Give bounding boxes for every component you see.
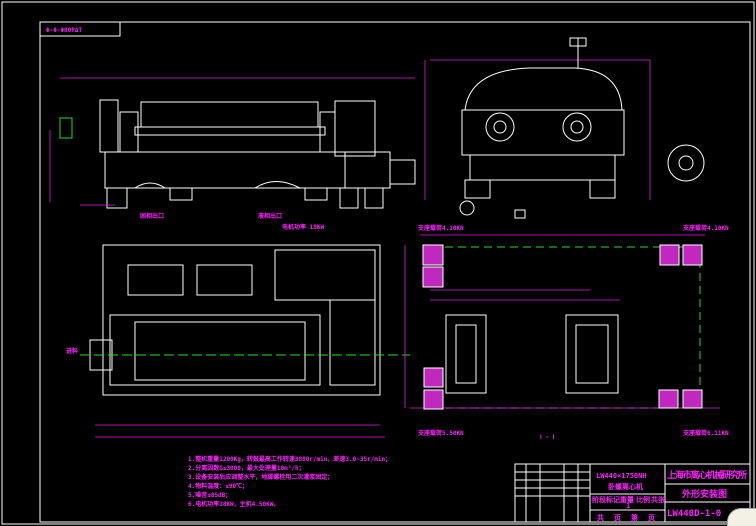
sheet-label: 第 <box>631 513 638 522</box>
load-label-bottom-left: 支座载荷5.50KN <box>417 429 464 437</box>
note-line: 2.分离因数G≤3000，最大处理量10m³/h； <box>188 465 305 472</box>
note-line: 1.整机重量1200Kg，转鼓最高工作转速3800r/min，差速3.0~35r… <box>188 456 392 463</box>
liquid-outlet-label: 液相出口 <box>258 212 282 220</box>
section-label: Ⅰ - Ⅰ <box>540 434 555 441</box>
scale-value: 1 <box>626 502 630 510</box>
scale-header: 比例 <box>636 495 650 504</box>
note-line: 6.电机功率18KW，主机4.50KW。 <box>188 501 280 508</box>
note-line: 5.噪音≤85dB； <box>188 492 232 499</box>
stage-header: 阶段标记 <box>592 495 620 504</box>
company-name: 上海市离心机械研究所 <box>667 469 747 481</box>
load-label-top-left: 支座载荷4.10KN <box>417 224 464 232</box>
motor-label: 电机功率 18KW <box>282 223 324 231</box>
floating-overlay-button[interactable] <box>727 508 756 526</box>
weight-header: 重量 <box>620 495 634 504</box>
drawing-title: 外形安装图 <box>681 488 727 500</box>
sheet-label: 共 <box>597 513 604 522</box>
load-label-top-right: 支座载荷4.10KN <box>682 224 729 232</box>
plan-view: 进料 <box>66 244 410 438</box>
sheet-label: 页 <box>648 514 655 522</box>
product-name: 卧螺离心机 <box>608 482 643 491</box>
front-view: 固相出口 液相出口 电机功率 18KW <box>49 77 416 231</box>
sheet-label: 页 <box>614 514 621 522</box>
load-label-bottom-right: 支座载荷6.11KN <box>682 429 729 437</box>
side-view <box>424 37 705 219</box>
solid-outlet-label: 固相出口 <box>140 212 164 220</box>
note-line: 4.物料温度：≤90℃； <box>188 483 249 490</box>
foundation-view: 支座载荷4.10KN 支座载荷4.10KN 支座载荷5.50KN 支座载荷6.1… <box>404 224 729 441</box>
corner-label-box <box>39 21 121 37</box>
sheets-header: 共张 <box>651 495 666 504</box>
title-block: LW440×1750NH 卧螺离心机 阶段标记 重量 比例 共张 1 共 页 第… <box>514 463 751 523</box>
inner-border <box>39 21 751 523</box>
drawing-number: LW440D-1-0 <box>667 509 721 519</box>
corner-label: Φ-Φ-Φ00PΔT <box>46 27 83 34</box>
feed-label: 进料 <box>66 347 78 355</box>
note-line: 3.设备安装后应调整水平，地脚螺栓用二次灌浆固定； <box>188 474 334 481</box>
model-number: LW440×1750NH <box>596 472 647 480</box>
